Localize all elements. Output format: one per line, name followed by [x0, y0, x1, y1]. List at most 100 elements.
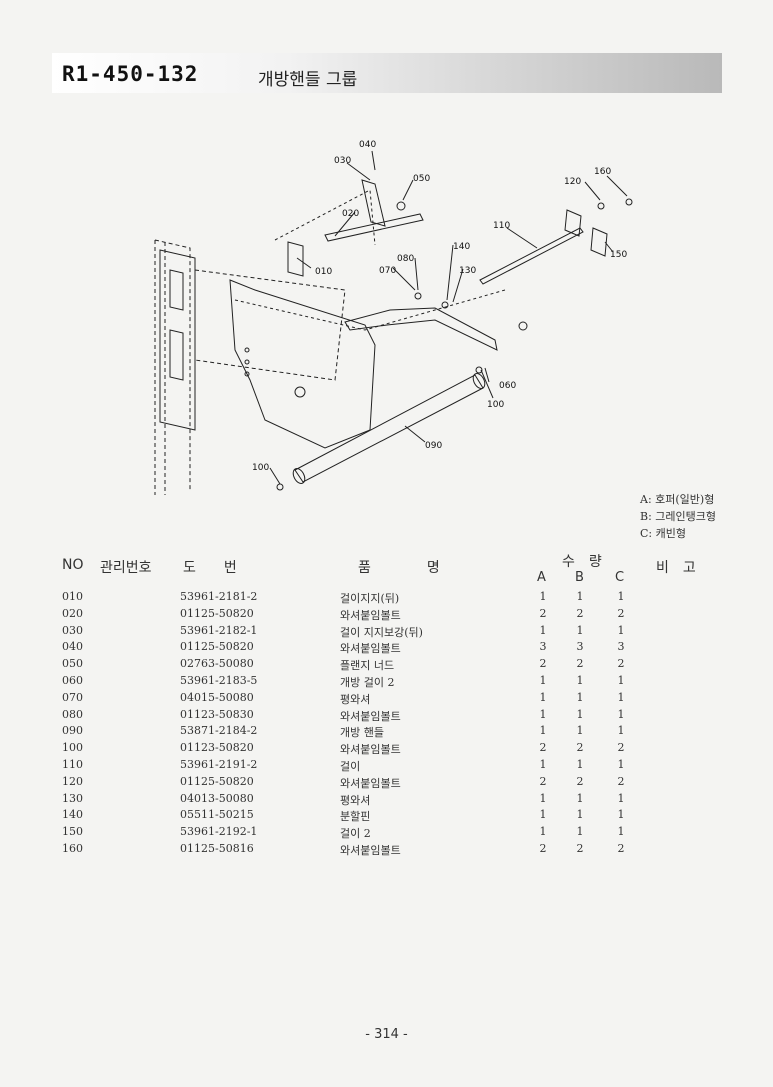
- row-qty-c: 2: [617, 774, 625, 788]
- callout-110: 110: [493, 221, 510, 231]
- row-qty-b: 2: [576, 774, 584, 788]
- row-qty-a: 1: [539, 825, 547, 839]
- row-qty-b: 2: [576, 606, 584, 620]
- row-qty-b: 1: [576, 724, 584, 738]
- callout-160: 160: [594, 167, 611, 177]
- row-qty-a: 3: [539, 640, 547, 654]
- row-name: 와셔붙임볼트: [340, 743, 401, 757]
- row-name: 평와셔: [340, 793, 371, 807]
- row-drawing: 53961-2181-2: [180, 590, 258, 603]
- row-no: 100: [62, 741, 83, 755]
- row-name: 걸이 2: [340, 827, 371, 841]
- row-qty-a: 1: [539, 590, 547, 603]
- row-no: 110: [62, 757, 83, 771]
- row-qty-a: 2: [539, 741, 547, 755]
- row-qty-c: 1: [617, 791, 625, 805]
- row-no: 090: [62, 724, 83, 738]
- title-banner: R1-450-132 개방핸들 그룹: [52, 53, 722, 93]
- row-qty-c: 2: [617, 657, 625, 671]
- table-row: 130 04013-50080 평와셔 1 1 1: [0, 792, 773, 809]
- row-qty-b: 2: [576, 841, 584, 855]
- row-qty-a: 1: [539, 673, 547, 687]
- row-qty-b: 1: [576, 707, 584, 721]
- row-qty-a: 2: [539, 841, 547, 855]
- callout-020: 020: [342, 209, 359, 219]
- row-no: 070: [62, 690, 83, 704]
- legend-item-c: C: 캐빈형: [640, 527, 686, 540]
- row-qty-c: 1: [617, 690, 625, 704]
- row-drawing: 02763-50080: [180, 657, 254, 671]
- row-name: 와셔붙임볼트: [340, 776, 401, 790]
- row-qty-a: 2: [539, 606, 547, 620]
- group-code: R1-450-132: [62, 62, 199, 86]
- row-qty-c: 1: [617, 623, 625, 637]
- row-qty-b: 1: [576, 757, 584, 771]
- header-part-name: 품 명: [358, 560, 440, 576]
- row-drawing: 53961-2192-1: [180, 825, 258, 839]
- row-qty-c: 1: [617, 673, 625, 687]
- header-drawing-no: 도 번: [183, 560, 237, 576]
- row-no: 050: [62, 657, 83, 671]
- page-number: - 314 -: [365, 1027, 408, 1042]
- row-qty-c: 2: [617, 841, 625, 855]
- callout-150: 150: [610, 250, 627, 260]
- legend-item-a: A: 호퍼(일반)형: [640, 493, 715, 506]
- row-qty-a: 1: [539, 808, 547, 822]
- row-qty-b: 1: [576, 623, 584, 637]
- row-drawing: 53961-2191-2: [180, 757, 258, 771]
- row-qty-b: 1: [576, 690, 584, 704]
- row-qty-c: 2: [617, 741, 625, 755]
- row-no: 140: [62, 808, 83, 822]
- row-no: 160: [62, 841, 83, 855]
- row-no: 130: [62, 791, 83, 805]
- row-name: 와셔붙임볼트: [340, 642, 401, 656]
- row-no: 080: [62, 707, 83, 721]
- row-qty-a: 1: [539, 690, 547, 704]
- callout-120: 120: [564, 177, 581, 187]
- row-no: 020: [62, 606, 83, 620]
- row-qty-a: 1: [539, 707, 547, 721]
- row-qty-c: 1: [617, 724, 625, 738]
- row-name: 와셔붙임볼트: [340, 843, 401, 857]
- row-drawing: 01123-50820: [180, 741, 254, 755]
- row-drawing: 04013-50080: [180, 791, 254, 805]
- parts-diagram: 040 030 050 020 010 080 070 140 130 110 …: [154, 140, 633, 495]
- row-qty-a: 1: [539, 791, 547, 805]
- row-qty-a: 1: [539, 757, 547, 771]
- callout-090: 090: [425, 441, 442, 451]
- row-drawing: 53961-2182-1: [180, 623, 258, 637]
- header-mgmt-no: 관리번호: [100, 560, 152, 576]
- row-qty-c: 1: [617, 808, 625, 822]
- row-qty-c: 1: [617, 825, 625, 839]
- row-qty-b: 1: [576, 825, 584, 839]
- row-no: 060: [62, 673, 83, 687]
- row-qty-b: 1: [576, 791, 584, 805]
- callout-060: 060: [499, 381, 516, 391]
- row-qty-a: 2: [539, 657, 547, 671]
- qty-col-c: C: [615, 570, 625, 585]
- row-qty-c: 2: [617, 606, 625, 620]
- callout-010: 010: [315, 267, 332, 277]
- row-qty-b: 1: [576, 590, 584, 603]
- row-qty-b: 3: [576, 640, 584, 654]
- row-qty-b: 1: [576, 808, 584, 822]
- qty-col-b: B: [575, 570, 584, 585]
- row-name: 플랜지 너드: [340, 659, 395, 673]
- header-quantity: 수 량: [562, 554, 602, 570]
- group-name: 개방핸들 그룹: [258, 70, 358, 90]
- row-drawing: 01125-50820: [180, 640, 254, 654]
- row-name: 와셔붙임볼트: [340, 709, 401, 723]
